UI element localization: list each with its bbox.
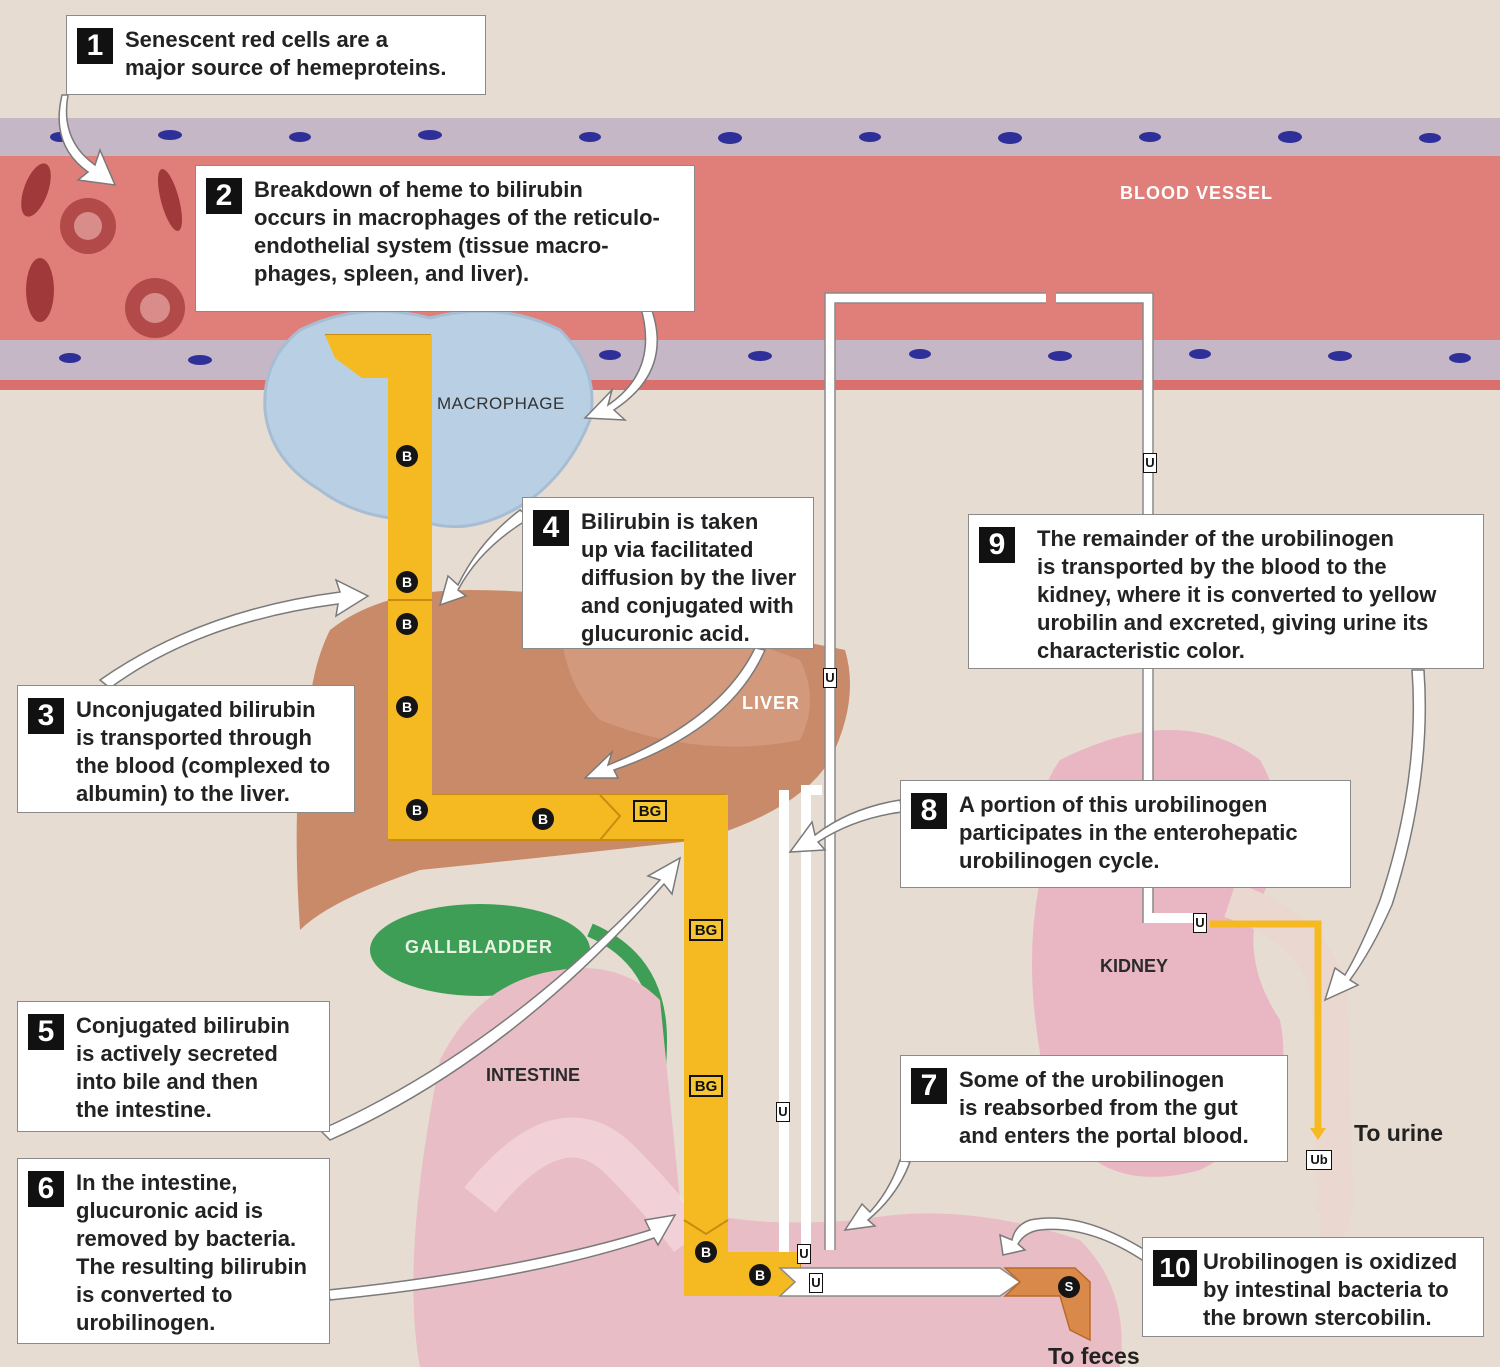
step-8-text: A portion of this urobilinogen participa… (959, 792, 1298, 873)
step-8-callout: 8 A portion of this urobilinogen partici… (900, 780, 1351, 888)
urobilinogen-tag: U (776, 1102, 790, 1122)
bilirubin-glucuronide-tag: BG (633, 800, 667, 822)
urobilin-tag: Ub (1306, 1150, 1332, 1170)
urobilinogen-tag: U (1143, 453, 1157, 473)
step-10-callout: 10 Urobilinogen is oxidized by intestina… (1142, 1237, 1484, 1337)
step-3-text: Unconjugated bilirubin is transported th… (76, 697, 331, 806)
step-3-number: 3 (28, 698, 64, 734)
label-to-feces: To feces (1048, 1343, 1140, 1367)
step-10-number: 10 (1153, 1250, 1197, 1286)
label-liver: LIVER (742, 693, 801, 713)
bilirubin-tag: B (532, 808, 554, 830)
urobilinogen-tag: U (823, 668, 837, 688)
step-9-callout: 9 The remainder of the urobilinogen is t… (968, 514, 1484, 669)
label-to-urine: To urine (1354, 1120, 1444, 1146)
stercobilin-tag: S (1058, 1276, 1080, 1298)
step-5-number: 5 (28, 1014, 64, 1050)
step-8-number: 8 (911, 793, 947, 829)
red-blood-cells (21, 163, 185, 338)
step-5-callout: 5 Conjugated bilirubin is actively secre… (17, 1001, 330, 1132)
step-4-text: Bilirubin is taken up via facilitated di… (581, 509, 797, 646)
urobilinogen-tag: U (1193, 913, 1207, 933)
step-2-text: Breakdown of heme to bilirubin occurs in… (254, 177, 660, 286)
feces-path (778, 1267, 1022, 1297)
bilirubin-glucuronide-tag: BG (689, 919, 723, 941)
step-3-callout: 3 Unconjugated bilirubin is transported … (17, 685, 355, 813)
step-7-callout: 7 Some of the urobilinogen is reabsorbed… (900, 1055, 1288, 1162)
bilirubin-tag: B (396, 696, 418, 718)
step-1-number: 1 (77, 28, 113, 64)
step-2-callout: 2 Breakdown of heme to bilirubin occurs … (195, 165, 695, 312)
urobilinogen-tag: U (797, 1244, 811, 1264)
bilirubin-glucuronide-tag: BG (689, 1075, 723, 1097)
bilirubin-tag: B (695, 1241, 717, 1263)
bilirubin-tag: B (749, 1264, 771, 1286)
step-7-text: Some of the urobilinogen is reabsorbed f… (959, 1067, 1249, 1148)
label-blood-vessel: BLOOD VESSEL (1120, 183, 1274, 203)
label-macrophage: MACROPHAGE (437, 394, 565, 413)
label-gallbladder: GALLBLADDER (405, 937, 553, 957)
step-2-number: 2 (206, 178, 242, 214)
bilirubin-tag: B (396, 613, 418, 635)
step-1-text: Senescent red cells are a major source o… (125, 27, 447, 80)
urobilinogen-vessel-outline (824, 292, 1154, 1250)
step-6-number: 6 (28, 1171, 64, 1207)
bilirubin-tag: B (396, 445, 418, 467)
label-intestine: INTESTINE (486, 1065, 581, 1085)
step-5-text: Conjugated bilirubin is actively secrete… (76, 1013, 290, 1122)
step-9-text: The remainder of the urobilinogen is tra… (1037, 526, 1437, 663)
step-4-number: 4 (533, 510, 569, 546)
bilirubin-tag: B (406, 799, 428, 821)
step-6-callout: 6 In the intestine, glucuronic acid is r… (17, 1158, 330, 1344)
urobilin-path (1210, 920, 1322, 1130)
step-10-text: Urobilinogen is oxidized by intestinal b… (1203, 1249, 1458, 1330)
label-kidney: KIDNEY (1100, 956, 1169, 976)
bilirubin-tag: B (396, 571, 418, 593)
urobilinogen-tag: U (809, 1273, 823, 1293)
step-4-callout: 4 Bilirubin is taken up via facilitated … (522, 497, 814, 649)
gallbladder-shape (370, 904, 590, 996)
callout-arrows (58, 94, 1427, 1301)
step-9-number: 9 (979, 527, 1015, 563)
step-1-callout: 1 Senescent red cells are a major source… (66, 15, 486, 95)
step-6-text: In the intestine, glucuronic acid is rem… (76, 1170, 307, 1335)
step-7-number: 7 (911, 1068, 947, 1104)
